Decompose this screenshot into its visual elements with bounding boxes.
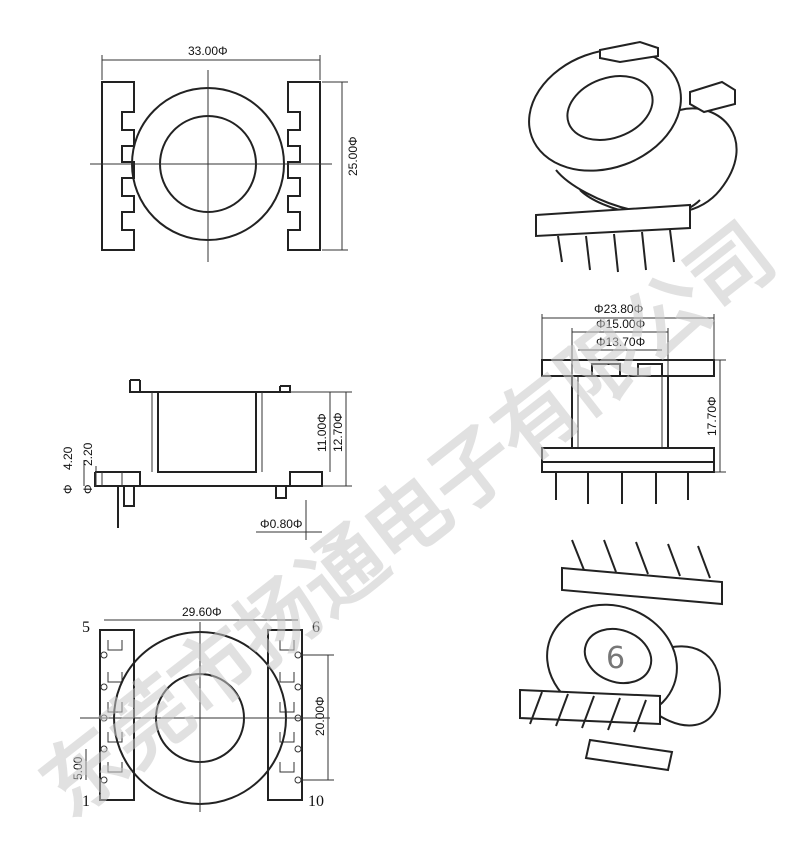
- dim-od-inner: Φ13.70Φ: [596, 335, 645, 349]
- iso-view-top: [528, 40, 738, 273]
- dim-side-d2: Φ: [81, 484, 95, 494]
- dim-top-height: 25.00Φ: [346, 136, 360, 176]
- watermark: 东莞市扬通电子有限公司: [24, 206, 793, 836]
- dim-height-total: 17.70Φ: [705, 396, 719, 436]
- dim-side-h2: 2.20: [81, 442, 95, 466]
- side-view: 4.20 2.20 Φ Φ 11.00Φ 12.70Φ Φ0.80Φ: [61, 379, 352, 540]
- top-view: 33.00Φ 25.00Φ: [90, 44, 360, 262]
- pin-label-10: 10: [308, 793, 324, 810]
- badge-number: 6: [606, 641, 625, 676]
- dim-pin-dia: Φ0.80Φ: [260, 517, 303, 531]
- dim-bottom-span: 20.00Φ: [313, 696, 327, 736]
- dim-bottom-pitch: 5.00: [71, 756, 85, 780]
- dim-side-h1: 4.20: [61, 446, 75, 470]
- dim-od-outer: Φ23.80Φ: [594, 302, 643, 316]
- front-view: Φ23.80Φ Φ15.00Φ Φ13.70Φ 17.70Φ: [541, 302, 726, 504]
- bottom-view: 29.60Φ 20.00Φ 5.00 5 6 1 10: [71, 605, 334, 812]
- pin-label-5: 5: [82, 619, 90, 636]
- dim-bottom-width: 29.60Φ: [182, 605, 222, 619]
- iso-pins-bottom-up: [571, 539, 711, 579]
- iso-view-bottom: 6: [519, 539, 723, 772]
- iso-pins-bottom-side: [529, 691, 647, 733]
- pin-dots: [100, 651, 302, 784]
- dim-side-total: 12.70Φ: [331, 412, 345, 452]
- dim-side-core: 11.00Φ: [315, 413, 329, 452]
- pin-label-1: 1: [82, 793, 90, 810]
- iso-pins-top: [557, 229, 675, 273]
- dim-od-mid: Φ15.00Φ: [596, 317, 645, 331]
- pin-label-6: 6: [312, 619, 320, 636]
- dim-top-width: 33.00Φ: [188, 44, 228, 58]
- front-pins: [555, 472, 689, 504]
- dim-side-d1: Φ: [61, 484, 75, 494]
